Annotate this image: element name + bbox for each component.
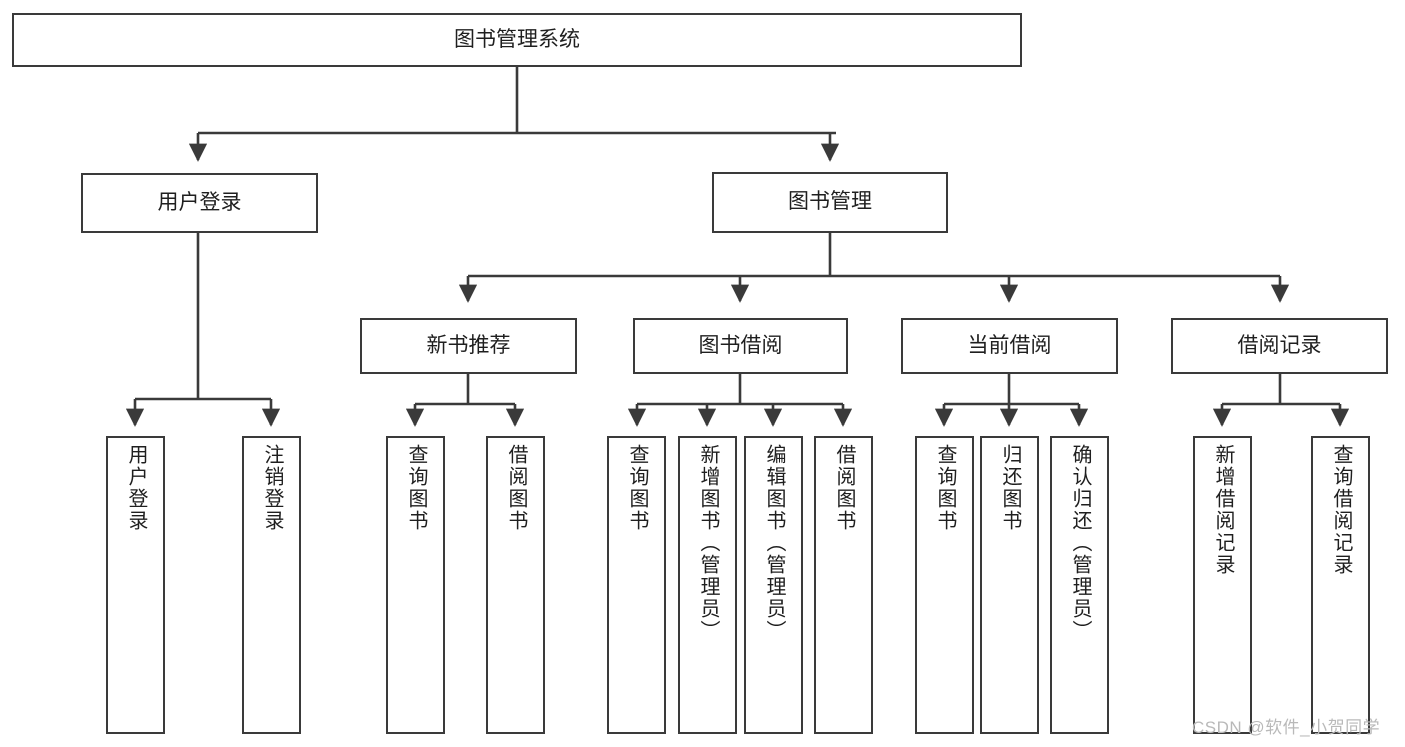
node-label: 借阅图书 bbox=[505, 444, 527, 532]
leaf-query-book-current[interactable]: 查询图书 bbox=[915, 436, 974, 734]
leaf-add-book-admin[interactable]: 新增图书（管理员） bbox=[678, 436, 737, 734]
node-label: 注销登录 bbox=[261, 444, 283, 532]
node-user-login[interactable]: 用户登录 bbox=[81, 173, 318, 233]
node-label: 用户登录 bbox=[125, 444, 147, 532]
node-label: 用户登录 bbox=[157, 190, 242, 214]
leaf-borrow-book-borrow[interactable]: 借阅图书 bbox=[814, 436, 873, 734]
node-label: 确认归还（管理员） bbox=[1069, 444, 1091, 642]
node-label: 查询图书 bbox=[626, 444, 648, 532]
node-root-book-management-system[interactable]: 图书管理系统 bbox=[12, 13, 1022, 67]
node-label: 借阅记录 bbox=[1237, 333, 1322, 357]
leaf-logout-login[interactable]: 注销登录 bbox=[242, 436, 301, 734]
leaf-query-book-recommend[interactable]: 查询图书 bbox=[386, 436, 445, 734]
leaf-borrow-book-recommend[interactable]: 借阅图书 bbox=[486, 436, 545, 734]
node-book-management[interactable]: 图书管理 bbox=[712, 172, 948, 233]
node-label: 图书管理系统 bbox=[454, 27, 580, 51]
leaf-return-book[interactable]: 归还图书 bbox=[980, 436, 1039, 734]
node-label: 新书推荐 bbox=[426, 333, 511, 357]
node-label: 编辑图书（管理员） bbox=[763, 444, 785, 642]
node-label: 查询图书 bbox=[934, 444, 956, 532]
node-label: 当前借阅 bbox=[967, 333, 1052, 357]
node-new-book-recommend[interactable]: 新书推荐 bbox=[360, 318, 577, 374]
leaf-confirm-return-admin[interactable]: 确认归还（管理员） bbox=[1050, 436, 1109, 734]
node-borrow-record[interactable]: 借阅记录 bbox=[1171, 318, 1388, 374]
csdn-watermark: CSDN @软件_小贺同学 bbox=[1192, 718, 1381, 737]
leaf-query-borrow-record[interactable]: 查询借阅记录 bbox=[1311, 436, 1370, 734]
node-label: 归还图书 bbox=[999, 444, 1021, 532]
node-label: 查询借阅记录 bbox=[1330, 444, 1352, 576]
leaf-edit-book-admin[interactable]: 编辑图书（管理员） bbox=[744, 436, 803, 734]
leaf-add-borrow-record[interactable]: 新增借阅记录 bbox=[1193, 436, 1252, 734]
node-label: 新增借阅记录 bbox=[1212, 444, 1234, 576]
leaf-query-book-borrow[interactable]: 查询图书 bbox=[607, 436, 666, 734]
leaf-user-login[interactable]: 用户登录 bbox=[106, 436, 165, 734]
node-label: 查询图书 bbox=[405, 444, 427, 532]
node-label: 借阅图书 bbox=[833, 444, 855, 532]
node-label: 图书管理 bbox=[788, 190, 872, 214]
node-book-borrow[interactable]: 图书借阅 bbox=[633, 318, 848, 374]
node-label: 新增图书（管理员） bbox=[697, 444, 719, 642]
node-current-borrow[interactable]: 当前借阅 bbox=[901, 318, 1118, 374]
node-label: 图书借阅 bbox=[698, 333, 783, 357]
